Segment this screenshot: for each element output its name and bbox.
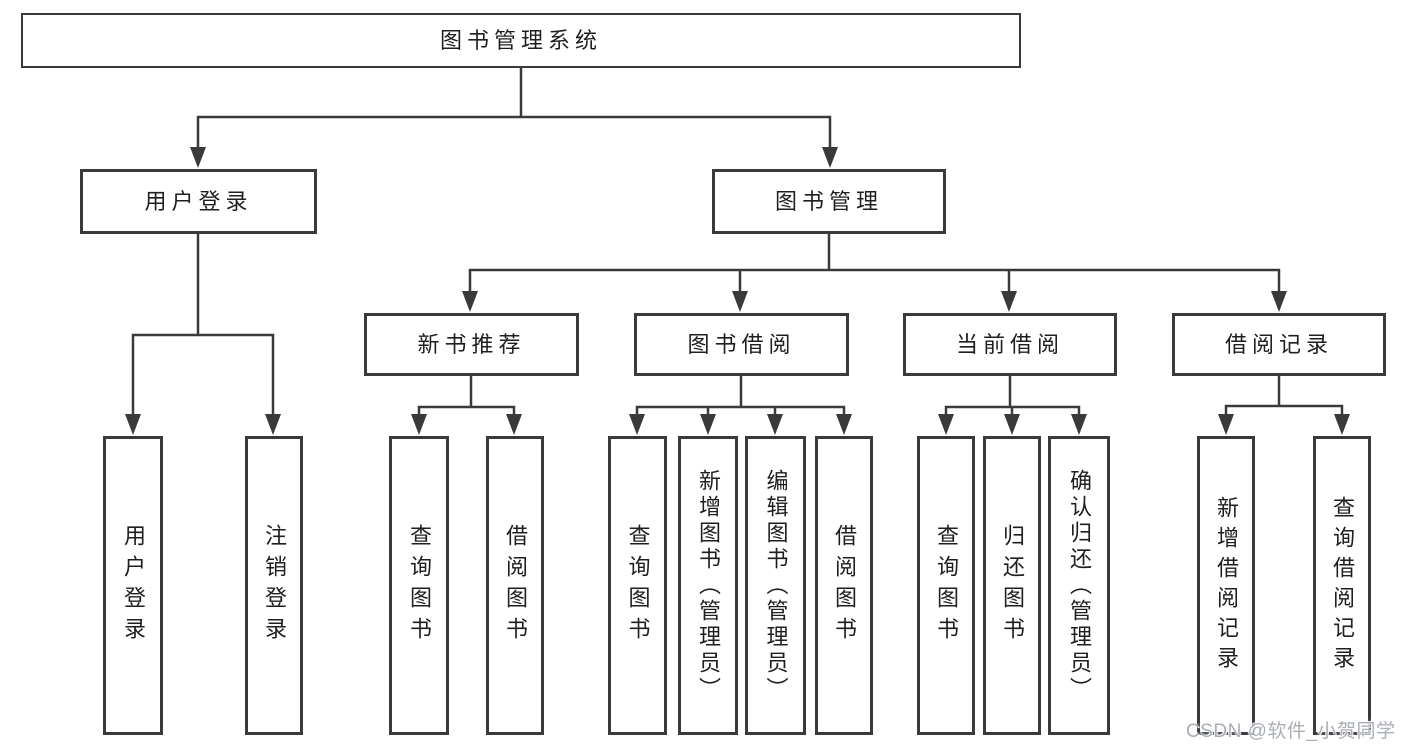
leaf-add-books-admin: 新增图书（管理员） bbox=[678, 436, 738, 735]
leaf-return-books-label: 归还图书 bbox=[1000, 523, 1025, 648]
node-new-book-recommendation-label: 新书推荐 bbox=[417, 331, 526, 357]
node-library-system: 图书管理系统 bbox=[21, 13, 1021, 68]
leaf-confirm-return-admin: 确认归还（管理员） bbox=[1048, 436, 1110, 735]
leaf-query-books-borrowing: 查询图书 bbox=[608, 436, 667, 735]
leaf-borrow-books-recommend: 借阅图书 bbox=[486, 436, 544, 735]
node-book-management: 图书管理 bbox=[712, 169, 946, 234]
leaf-edit-books-admin-label: 编辑图书（管理员） bbox=[763, 468, 789, 703]
leaf-logout-label: 注销登录 bbox=[262, 523, 287, 648]
leaf-add-books-admin-label: 新增图书（管理员） bbox=[696, 468, 721, 703]
node-user-login-label: 用户登录 bbox=[144, 188, 253, 214]
leaf-add-borrow-record-label: 新增借阅记录 bbox=[1214, 495, 1239, 676]
leaf-query-books-borrowing-label: 查询图书 bbox=[625, 523, 651, 648]
node-book-borrowing-label: 图书借阅 bbox=[687, 331, 796, 357]
leaf-return-books: 归还图书 bbox=[983, 436, 1041, 735]
arrowheads bbox=[125, 147, 1350, 435]
node-book-borrowing: 图书借阅 bbox=[634, 313, 849, 376]
leaf-user-login: 用户登录 bbox=[103, 436, 163, 735]
watermark: CSDN @软件_小贺同学 bbox=[1186, 721, 1396, 742]
node-book-management-label: 图书管理 bbox=[774, 188, 883, 214]
leaf-user-login-label: 用户登录 bbox=[121, 523, 146, 648]
leaf-query-books-recommend: 查询图书 bbox=[389, 436, 449, 735]
leaf-query-borrow-record-label: 查询借阅记录 bbox=[1330, 495, 1355, 676]
node-current-borrowing: 当前借阅 bbox=[903, 313, 1117, 376]
node-user-login: 用户登录 bbox=[80, 169, 317, 234]
leaf-edit-books-admin: 编辑图书（管理员） bbox=[745, 436, 806, 735]
leaf-query-books-current: 查询图书 bbox=[917, 436, 975, 735]
leaf-borrow-books-recommend-label: 借阅图书 bbox=[503, 523, 528, 648]
leaf-add-borrow-record: 新增借阅记录 bbox=[1197, 436, 1255, 735]
node-borrowing-records-label: 借阅记录 bbox=[1224, 331, 1333, 357]
node-new-book-recommendation: 新书推荐 bbox=[364, 313, 579, 376]
node-borrowing-records: 借阅记录 bbox=[1172, 313, 1386, 376]
node-library-system-label: 图书管理系统 bbox=[439, 27, 602, 53]
node-current-borrowing-label: 当前借阅 bbox=[955, 331, 1064, 357]
leaf-borrow-books-borrowing-label: 借阅图书 bbox=[832, 523, 857, 648]
leaf-confirm-return-admin-label: 确认归还（管理员） bbox=[1067, 468, 1092, 703]
leaf-query-borrow-record: 查询借阅记录 bbox=[1313, 436, 1371, 735]
leaf-logout: 注销登录 bbox=[245, 436, 303, 735]
leaf-borrow-books-borrowing: 借阅图书 bbox=[815, 436, 873, 735]
leaf-query-books-current-label: 查询图书 bbox=[934, 523, 959, 648]
leaf-query-books-recommend-label: 查询图书 bbox=[407, 523, 432, 648]
